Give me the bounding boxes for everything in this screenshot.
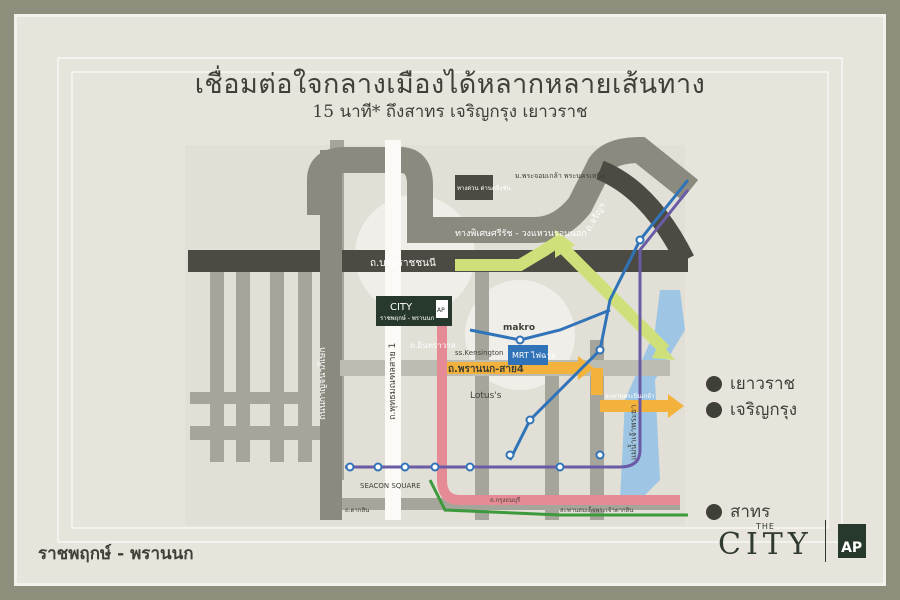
lotus-label: Lotus's [470,391,502,401]
green-route [455,235,564,271]
si-rat-expressway [307,136,699,243]
legend-item-sathorn: สาทร [706,498,770,525]
road-label-expressway: ทางพิเศษศรีรัช - วงแหวนรอบนอก [455,228,587,239]
road-label-krungthon: ถ.กรุงธนบุรี [490,496,521,504]
mrt-station-box [508,345,548,365]
green-route-arrow [555,230,575,258]
bts-green-line [428,479,688,517]
orange-route-arrow-east [668,394,684,418]
brand-divider [824,520,826,562]
mrt-blue-line [508,179,690,461]
green-route-diagonal [560,245,670,355]
makro-label: makro [503,323,535,333]
road-label-kanchanaphisek: ถนนกาญจนาภิเษก [317,347,328,420]
project-pin-brand: CITY [390,302,413,313]
project-pin-logo-box [436,300,448,318]
mrt-station-label: MRT ไฟฉาย [512,351,556,360]
kmutnb-label: ม.พระจอมเกล้า พระนครเหนือ [515,172,605,180]
location-label: ราชพฤกษ์ - พรานนก [38,544,194,564]
dot-icon [706,375,722,392]
green-route-arrow-end [652,342,675,360]
road-label-phutthamonthon: ถ.พุทธมณฑลสาย 1 [388,343,398,420]
dot-icon [706,503,722,520]
legend-item-charoenkrung: เจริญกรุง [706,396,797,423]
brand-logo: THE CITY AP [718,520,866,562]
purple-line [345,189,690,469]
road-label-borom: ถ.บรมราชชนนี [370,257,436,269]
decorative-panel [57,57,843,543]
road-label-phran-nok: ถ.พรานนก-สาย4 [448,364,524,375]
brand-name: CITY [718,527,813,562]
pink-route [437,310,680,505]
legend-label: สาทร [730,502,771,522]
station-dots [345,235,645,472]
road-label-intharawat: ถ.อินทราวาส [410,341,456,350]
ap-logo: AP [837,524,866,558]
taksin-bridge-label: สะพานสมเด็จพระเจ้าตากสิน [560,505,633,514]
orange-route-arrow [578,356,594,380]
seacon-label: SEACON SQUARE [360,482,421,490]
decorative-panel-inner [71,71,829,529]
borommaratchachonnani-road [188,250,688,272]
kensington-label: ss.Kensington [455,349,503,357]
road-label-taksin: ถ.ตากสิน [345,507,369,514]
headline: เชื่อมต่อใจกลางเมืองได้หลากหลายเส้นทาง [194,69,706,100]
subheadline: 15 นาที* ถึงสาทร เจริญกรุง เยาวราช [312,102,588,122]
dot-icon [706,401,722,418]
blue-connector [469,308,611,342]
legend-label: เยาวราช [730,374,796,394]
legend-item-yaowarat: เยาวราช [706,370,795,397]
expressway-box-label: ทางด่วน ด่านตลิ่งชัน [457,184,511,192]
project-pin-logo: AP [437,307,445,314]
expressway-box [455,175,493,200]
river-shape [620,290,685,500]
dark-expressway [596,160,694,265]
river-label: แม่น้ำเจ้าพระยา [627,405,638,460]
orange-route-east [600,400,670,412]
project-pin-sub: ราชพฤกษ์ - พรานนก [380,314,435,322]
legend-label: เจริญกรุง [730,400,798,420]
phutthamonthon-road [385,140,401,520]
pinklao-bridge-label: สะพานพระปิ่นเกล้า [605,392,654,400]
kanchanaphisek-road [320,150,342,520]
brand-the: THE [756,522,775,531]
